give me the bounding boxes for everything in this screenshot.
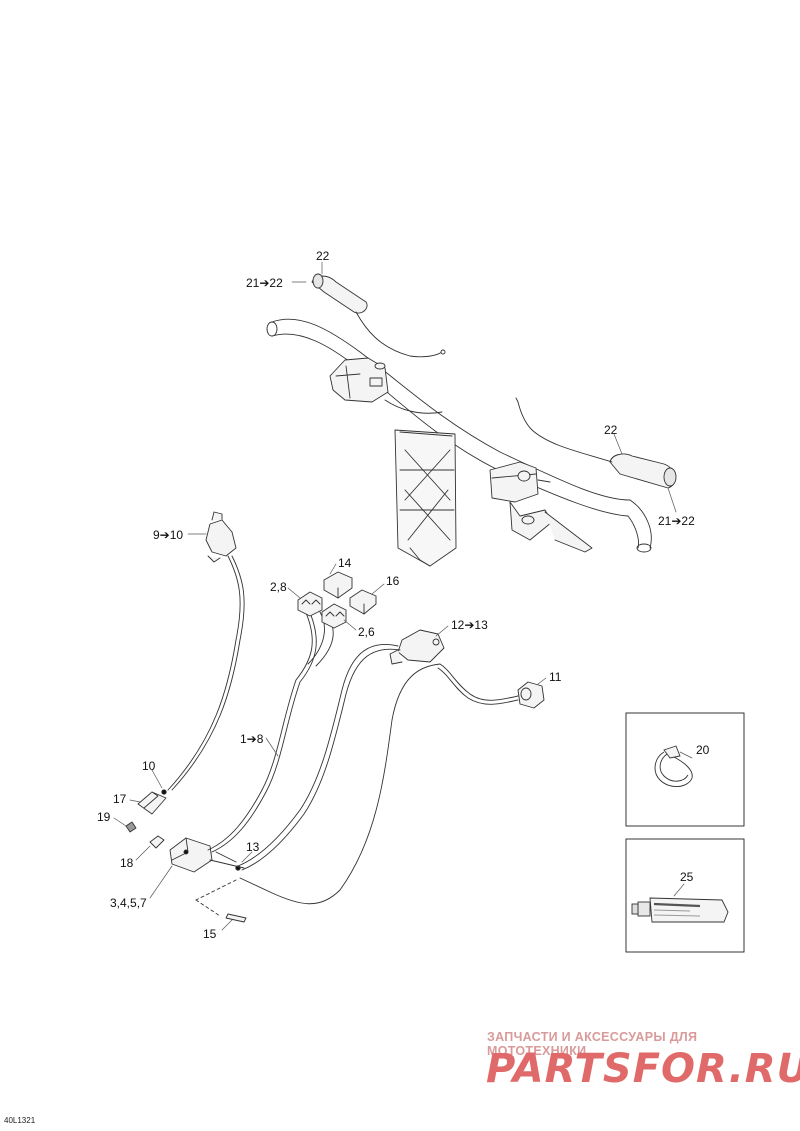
drawing-reference: 40L1321 xyxy=(4,1116,36,1125)
seal-18 xyxy=(149,835,165,849)
callout-15: 15 xyxy=(203,927,217,941)
terminal-19 xyxy=(125,821,137,833)
callout-22-right: 22 xyxy=(604,423,618,437)
callout-1-8: 1➔8 xyxy=(240,732,264,746)
left-grip-heater xyxy=(311,273,446,358)
pin-15 xyxy=(225,913,247,923)
sensor-9-10 xyxy=(205,511,237,563)
callout-9-10: 9➔10 xyxy=(153,528,184,542)
callout-2-8: 2,8 xyxy=(270,580,287,594)
callout-3-4-5-7: 3,4,5,7 xyxy=(110,896,147,910)
watermark-tagline: ЗАПЧАСТИ И АКСЕССУАРЫ ДЛЯ МОТОТЕХНИКИ xyxy=(487,1030,698,1058)
connector-2-8 xyxy=(297,591,323,617)
watermark-logo: PARTSFOR.RU xyxy=(486,1046,800,1092)
steering-riser xyxy=(394,429,457,567)
clamp-20 xyxy=(654,745,693,787)
callout-2-6: 2,6 xyxy=(358,625,375,639)
connector-2-6 xyxy=(321,603,347,629)
inset-box-20 xyxy=(625,712,745,827)
callout-22-top: 22 xyxy=(316,249,330,263)
callout-11: 11 xyxy=(549,670,562,684)
inset-box-25 xyxy=(625,838,745,953)
callout-14: 14 xyxy=(338,556,352,570)
callout-12-13: 12➔13 xyxy=(451,618,488,632)
main-connector xyxy=(169,837,213,873)
connector-16 xyxy=(349,589,377,615)
tube-25 xyxy=(631,897,729,923)
callout-13: 13 xyxy=(246,840,260,854)
callout-21-22-right: 21➔22 xyxy=(658,514,695,528)
sensor-11 xyxy=(517,681,545,709)
connector-14 xyxy=(323,571,353,599)
callout-19: 19 xyxy=(97,810,111,824)
sensor-12-13 xyxy=(389,629,445,665)
callout-21-22-top: 21➔22 xyxy=(246,276,283,290)
connector-17 xyxy=(137,791,167,815)
callout-17: 17 xyxy=(113,792,127,806)
right-grip-heater xyxy=(515,397,677,489)
callout-20: 20 xyxy=(696,743,710,757)
callout-16: 16 xyxy=(386,574,400,588)
callout-10: 10 xyxy=(142,759,156,773)
callout-25: 25 xyxy=(680,870,694,884)
handlebar xyxy=(266,318,652,553)
left-switch-housing xyxy=(329,357,389,403)
callout-18: 18 xyxy=(120,856,134,870)
brake-master-cylinder xyxy=(489,461,593,553)
